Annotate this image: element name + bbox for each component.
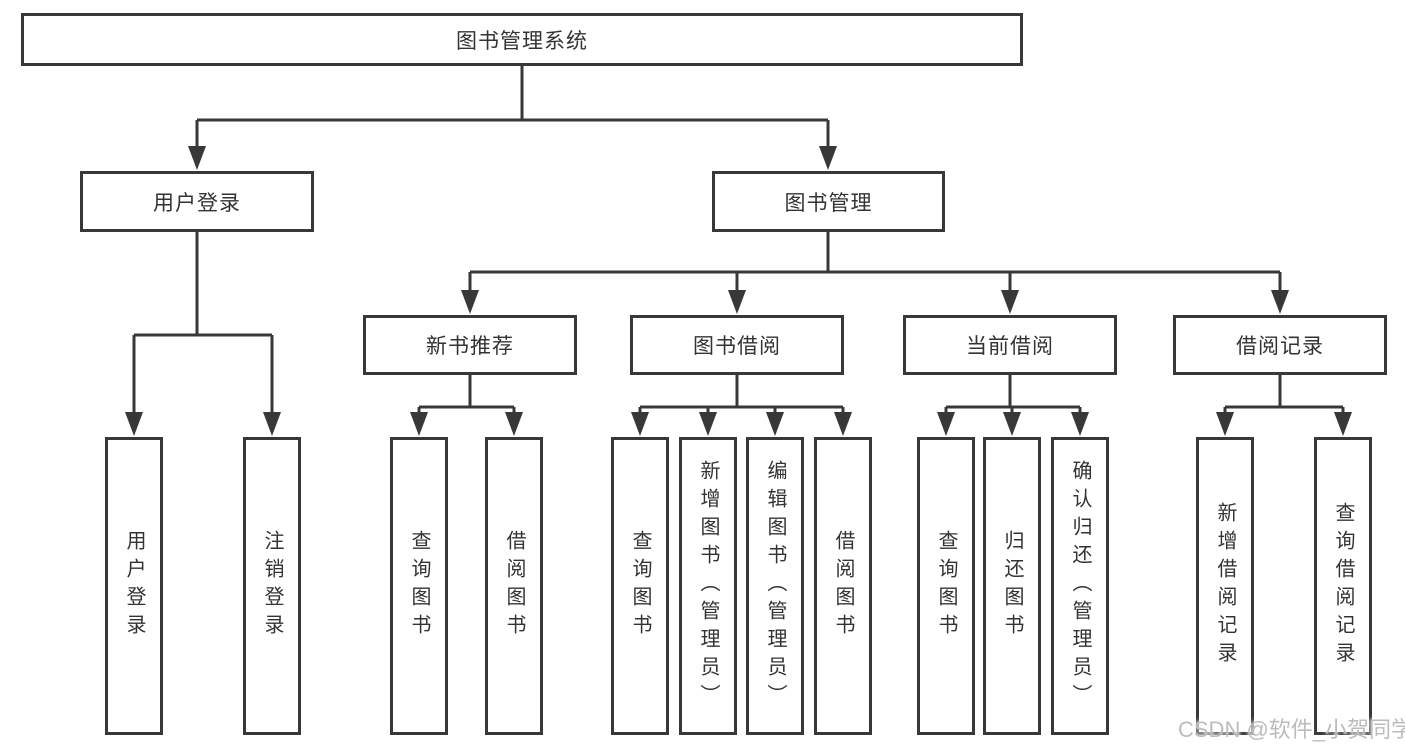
leaf-logout: 注销登录 [243,437,301,735]
watermark: CSDN @软件_小贺同学 [1178,717,1405,742]
node-label: 图书管理系统 [456,29,588,53]
node-borrow-records: 借阅记录 [1173,315,1387,375]
leaf-return-books: 归还图书 [983,437,1041,735]
leaf-label: 借阅图书 [832,530,854,642]
leaf-user-login: 用户登录 [105,437,163,735]
leaf-query-borrow-record: 查询借阅记录 [1314,437,1372,735]
leaf-label: 查询图书 [935,530,957,642]
leaf-label: 注销登录 [261,530,283,642]
leaf-label: 确认归还（管理员） [1069,460,1091,712]
leaf-query-books-3: 查询图书 [917,437,975,735]
leaf-label: 归还图书 [1001,530,1023,642]
leaf-edit-books-admin: 编辑图书（管理员） [746,437,804,735]
node-library-management-system: 图书管理系统 [21,13,1023,66]
node-book-borrow: 图书借阅 [630,315,844,375]
leaf-label: 新增借阅记录 [1214,502,1236,670]
leaf-label: 借阅图书 [503,530,525,642]
node-label: 借阅记录 [1236,335,1324,358]
leaf-borrow-books-1: 借阅图书 [485,437,543,735]
leaf-add-borrow-record: 新增借阅记录 [1196,437,1254,735]
node-user-login: 用户登录 [80,171,314,232]
leaf-label: 查询借阅记录 [1332,502,1354,670]
leaf-confirm-return-admin: 确认归还（管理员） [1051,437,1109,735]
leaf-label: 用户登录 [123,530,145,642]
leaf-borrow-books-2: 借阅图书 [814,437,872,735]
leaf-label: 新增图书（管理员） [697,460,719,712]
node-label: 图书管理 [784,191,873,215]
node-label: 用户登录 [153,191,241,215]
node-new-book-recommend: 新书推荐 [363,315,577,375]
leaf-add-books-admin: 新增图书（管理员） [679,437,737,735]
node-current-borrow: 当前借阅 [903,315,1117,375]
leaf-label: 查询图书 [408,530,430,642]
leaf-label: 查询图书 [629,530,651,642]
node-label: 当前借阅 [966,335,1054,358]
node-book-management: 图书管理 [712,171,945,232]
leaf-query-books-2: 查询图书 [611,437,669,735]
leaf-query-books-1: 查询图书 [390,437,448,735]
node-label: 图书借阅 [693,335,781,358]
leaf-label: 编辑图书（管理员） [764,460,786,712]
node-label: 新书推荐 [426,335,514,358]
